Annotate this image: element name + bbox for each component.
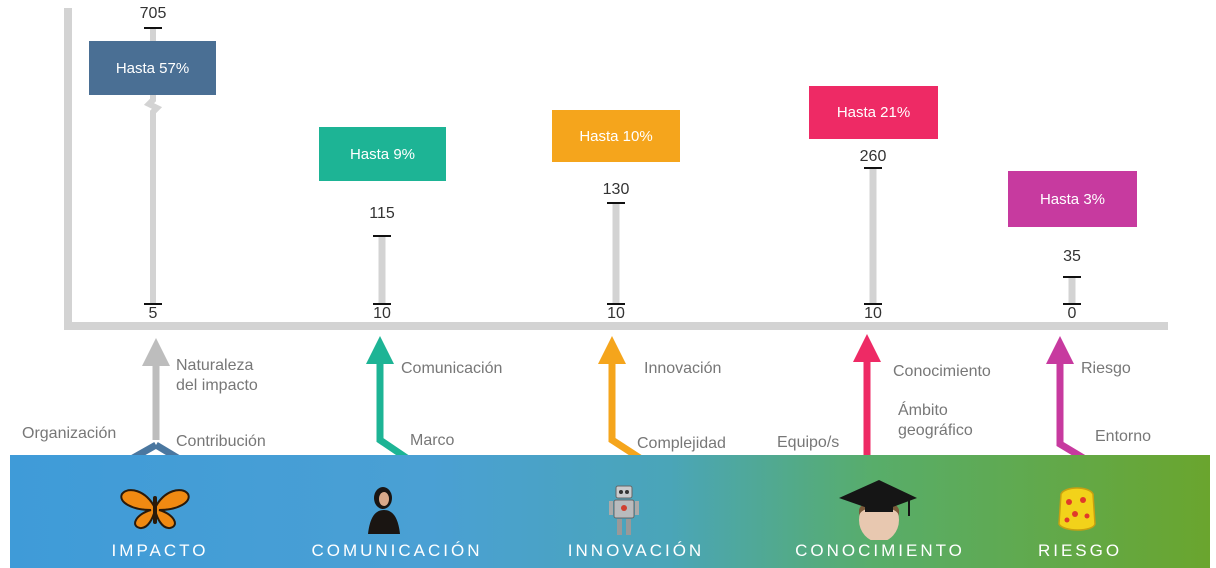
label-equipos: Equipo/s (777, 434, 840, 451)
label-innovacion: Innovación (644, 360, 722, 377)
label-complejidad: Complejidad (637, 435, 726, 452)
label-marco: Marco (410, 432, 455, 449)
max-conocimiento: 260 (859, 148, 887, 165)
category-conocimiento: CONOCIMIENTO (795, 541, 965, 560)
badge-comunicacion: Hasta 9% (319, 127, 446, 181)
max-riesgo: 35 (1063, 248, 1081, 265)
category-riesgo: RIESGO (1037, 541, 1123, 560)
min-innovacion: 10 (607, 305, 625, 322)
woman-speaker-icon (368, 487, 400, 534)
max-impacto: 705 (139, 5, 167, 22)
category-impacto: IMPACTO (111, 541, 209, 560)
badge-conocimiento: Hasta 21% (809, 86, 938, 139)
label-comunicacion: Comunicación (401, 360, 503, 377)
label-organizacion: Organización (22, 425, 117, 442)
label-riesgo: Riesgo (1081, 360, 1131, 377)
label-entorno: Entorno (1095, 428, 1152, 445)
min-comunicacion: 10 (373, 305, 391, 322)
robot-icon (609, 485, 639, 535)
max-comunicacion: 115 (369, 205, 395, 222)
min-impacto: 5 (148, 305, 158, 322)
max-innovacion: 130 (602, 181, 630, 198)
category-comunicacion: COMUNICACIÓN (311, 541, 483, 560)
label-contribucion: Contribución (176, 433, 266, 450)
label-conocimiento: Conocimiento (893, 363, 991, 380)
range-bar-impacto (143, 95, 163, 304)
badge-impacto: Hasta 57% (89, 41, 216, 95)
min-riesgo: 0 (1067, 305, 1077, 322)
label-ambito: Ámbito geográfico (898, 402, 973, 439)
graduate-icon (839, 480, 917, 540)
min-conocimiento: 10 (864, 305, 882, 322)
label-naturaleza: Naturaleza del impacto (176, 357, 258, 394)
badge-innovacion: Hasta 10% (552, 110, 680, 162)
category-innovacion: INNOVACIÓN (567, 541, 705, 560)
butterfly-icon (120, 489, 190, 530)
sponge-icon (1058, 487, 1096, 531)
badge-riesgo: Hasta 3% (1008, 171, 1137, 227)
